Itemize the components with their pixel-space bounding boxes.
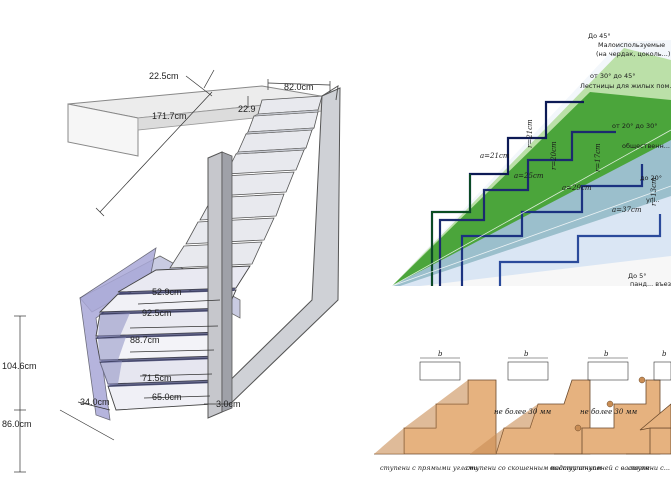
- profile-fourth: b: [626, 350, 671, 455]
- caption-square: ступени с прямыми углами: [380, 464, 477, 472]
- step-riser-21: r=21cm: [526, 119, 534, 148]
- zone-5-degree: До 5°: [628, 272, 647, 280]
- zone-45-note: (на чердак, цоколь...): [596, 50, 670, 58]
- step-tread-21: a=21cm: [480, 152, 510, 160]
- top-angle-dim: 22.5cm: [149, 71, 179, 81]
- step-1-dim: 92.5cm: [142, 308, 172, 318]
- zone-5-title: панд... въезд...: [630, 280, 671, 288]
- caption-nosing: выступ ступеней с валиком: [550, 464, 650, 472]
- profile-nosing: b не более 30 мм: [554, 350, 661, 455]
- step-4-dim: 65.0cm: [152, 392, 182, 402]
- step-tread-37: a=37cm: [612, 206, 642, 214]
- zone-45-title: Малоиспользуемые: [598, 41, 665, 49]
- profile-1-letter: b: [438, 350, 443, 358]
- staircase-3d-drawing: 82.0cm 22.5cm 22.9 171.7cm 52.9cm 92.5cm…: [2, 69, 341, 473]
- zone-20-30-title: общественн...: [622, 142, 670, 150]
- bottom-offset-dim: 34.0cm: [80, 397, 110, 407]
- zone-5-fill: [420, 256, 671, 286]
- step-riser-13: r=13cm: [650, 177, 658, 206]
- top-width-dim: 82.0cm: [284, 82, 314, 92]
- profile-2-max: не более 30 мм: [494, 408, 551, 416]
- profile-2-letter: b: [524, 350, 529, 358]
- step-profile-types: b b не более 30 мм b не более 30 мм: [374, 350, 671, 472]
- caption-sloped: ступени со скошенным подступенком: [466, 464, 602, 472]
- step-2-dim: 88.7cm: [130, 335, 160, 345]
- caption-fourth: ступени с...: [628, 464, 670, 472]
- height-dim: 104.6cm: [2, 361, 37, 371]
- profile-3-max: не более 30 мм: [580, 408, 637, 416]
- profile-4-letter: b: [662, 350, 667, 358]
- step-3-dim: 71.5cm: [142, 373, 172, 383]
- zone-20-30-degree: от 20° до 30°: [612, 122, 657, 130]
- landing-mark-dim: 52.9cm: [152, 287, 182, 297]
- post-mark-dim: 3.0cm: [216, 399, 241, 409]
- stair-angle-chart: До 45° Малоиспользуемые (на чердак, цоко…: [391, 32, 671, 288]
- zone-20-title: уг...: [646, 196, 659, 204]
- zone-20-fill: [400, 196, 671, 286]
- bottom-width-dim: 86.0cm: [2, 419, 32, 429]
- zone-45-degree: До 45°: [588, 32, 611, 40]
- step-tread-29: a=29cm: [562, 184, 592, 192]
- zone-30-45-degree: от 30° до 45°: [590, 72, 635, 80]
- profile-3-letter: b: [604, 350, 609, 358]
- diagonal-dim: 171.7cm: [152, 111, 187, 121]
- top-depth-dim: 22.9: [238, 104, 256, 114]
- zone-30-45-title: Лестницы для жилых пом...: [580, 82, 671, 90]
- profile-sloped: b не более 30 мм: [470, 350, 591, 455]
- zone-20-degree: до 20°: [640, 174, 662, 182]
- step-tread-25: a=25cm: [514, 172, 544, 180]
- step-riser-20: r=20cm: [550, 141, 558, 170]
- profile-square: b: [374, 350, 497, 455]
- step-riser-17: r=17cm: [594, 143, 602, 172]
